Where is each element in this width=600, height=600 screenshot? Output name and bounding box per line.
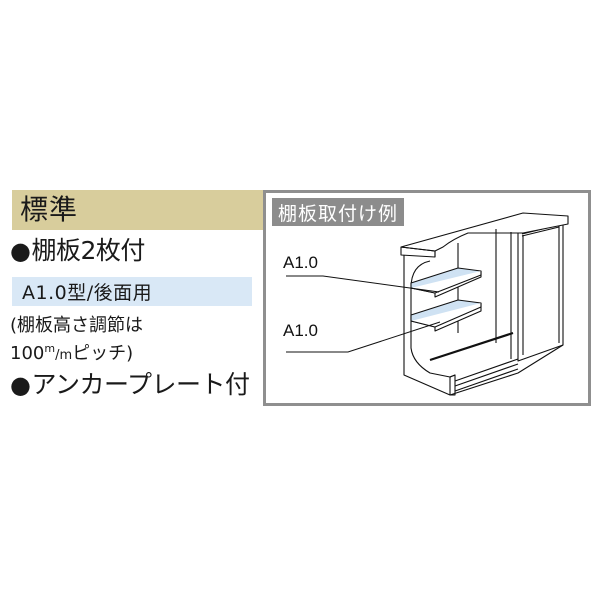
standard-title: 標準 (20, 193, 79, 226)
bullet-icon: ● (10, 371, 31, 399)
shelf-count-line: ●棚板2枚付 (10, 238, 145, 263)
anchor-plate-text: アンカープレート付 (31, 370, 250, 399)
anchor-plate-line: ●アンカープレート付 (10, 370, 250, 399)
spec-box: A1.0型/後面用 (12, 277, 252, 306)
upper-shelf-label: A1.0 (283, 253, 318, 272)
standard-header: 標準 (12, 190, 264, 230)
shelf-count-text: 棚板2枚付 (31, 236, 145, 265)
pitch-suffix: ピッチ) (72, 343, 134, 364)
shelf-installation-frame: 棚板取付け例 (263, 190, 591, 406)
lower-shelf-label: A1.0 (283, 321, 318, 340)
pitch-unit-sup: m (44, 342, 56, 355)
pitch-value: 100 (10, 343, 45, 364)
bullet-icon: ● (10, 237, 31, 265)
spec-text: A1.0型/後面用 (22, 282, 153, 304)
cabinet-drawing (286, 212, 569, 396)
note-line-2: 100m/mピッチ) (10, 343, 133, 363)
illustration-title: 棚板取付け例 (272, 198, 405, 226)
note-line-1: (棚板高さ調節は (10, 315, 144, 336)
pitch-unit-slash: /m (55, 348, 73, 363)
